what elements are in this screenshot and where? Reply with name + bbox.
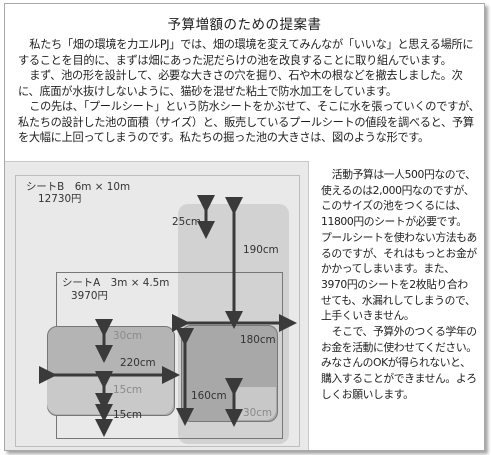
- dimension-30cm-right: 30cm: [243, 407, 273, 419]
- document-title: 予算増額のための提案書: [167, 17, 322, 33]
- sheet-b-label: シートB 6m × 10m: [26, 181, 131, 193]
- dimension-15cm-lower: 15cm: [113, 409, 143, 421]
- dimension-25cm: 25cm: [172, 216, 202, 228]
- dimension-arrows: [39, 195, 297, 437]
- sheet-b-outline: [15, 175, 300, 447]
- intro-text: 私たち「畑の環境を力エルPJ」では、畑の環境を変えてみんなが「いいな」と思える場…: [18, 37, 480, 146]
- dimension-15cm-upper: 15cm: [113, 384, 143, 396]
- dimension-190cm: 190cm: [243, 244, 279, 256]
- budget-paragraph-1: 活動予算は一人500円なので、使えるのは2,000円なのですが、このサイズの池を…: [321, 168, 477, 323]
- proposal-document: 予算増額のための提案書 私たち「畑の環境を力エルPJ」では、畑の環境を変えてみん…: [4, 3, 485, 451]
- pond-diagram: シートB 6m × 10m 12730円 シートA 3m × 4.5m 3970…: [5, 161, 309, 450]
- dimension-30cm-left: 30cm: [113, 330, 143, 342]
- sheet-b-price: 12730円: [38, 193, 82, 205]
- sheet-a-label: シートA 3m × 4.5m: [62, 277, 170, 289]
- intro-paragraph-3: この先は、「プールシート」という防水シートをかぶせて、そこに水を張っていくのです…: [18, 100, 480, 144]
- intro-paragraph-2: まず、池の形を設計して、必要な大きさの穴を掘り、石や木の根などを撤去しました。次…: [18, 69, 463, 98]
- sheet-a-price: 3970円: [71, 290, 108, 302]
- budget-request-text: 活動予算は一人500円なので、使えるのは2,000円なのですが、このサイズの池を…: [321, 167, 477, 403]
- dimension-220cm: 220cm: [120, 357, 156, 369]
- dimension-160cm: 160cm: [191, 390, 227, 402]
- budget-paragraph-2: そこで、予算外のつくる学年のお金を活動に使わせてください。みなさんのOKが得られ…: [321, 325, 477, 401]
- dimension-180cm: 180cm: [240, 334, 276, 346]
- intro-paragraph-1: 私たち「畑の環境を力エルPJ」では、畑の環境を変えてみんなが「いいな」と思える場…: [18, 38, 474, 67]
